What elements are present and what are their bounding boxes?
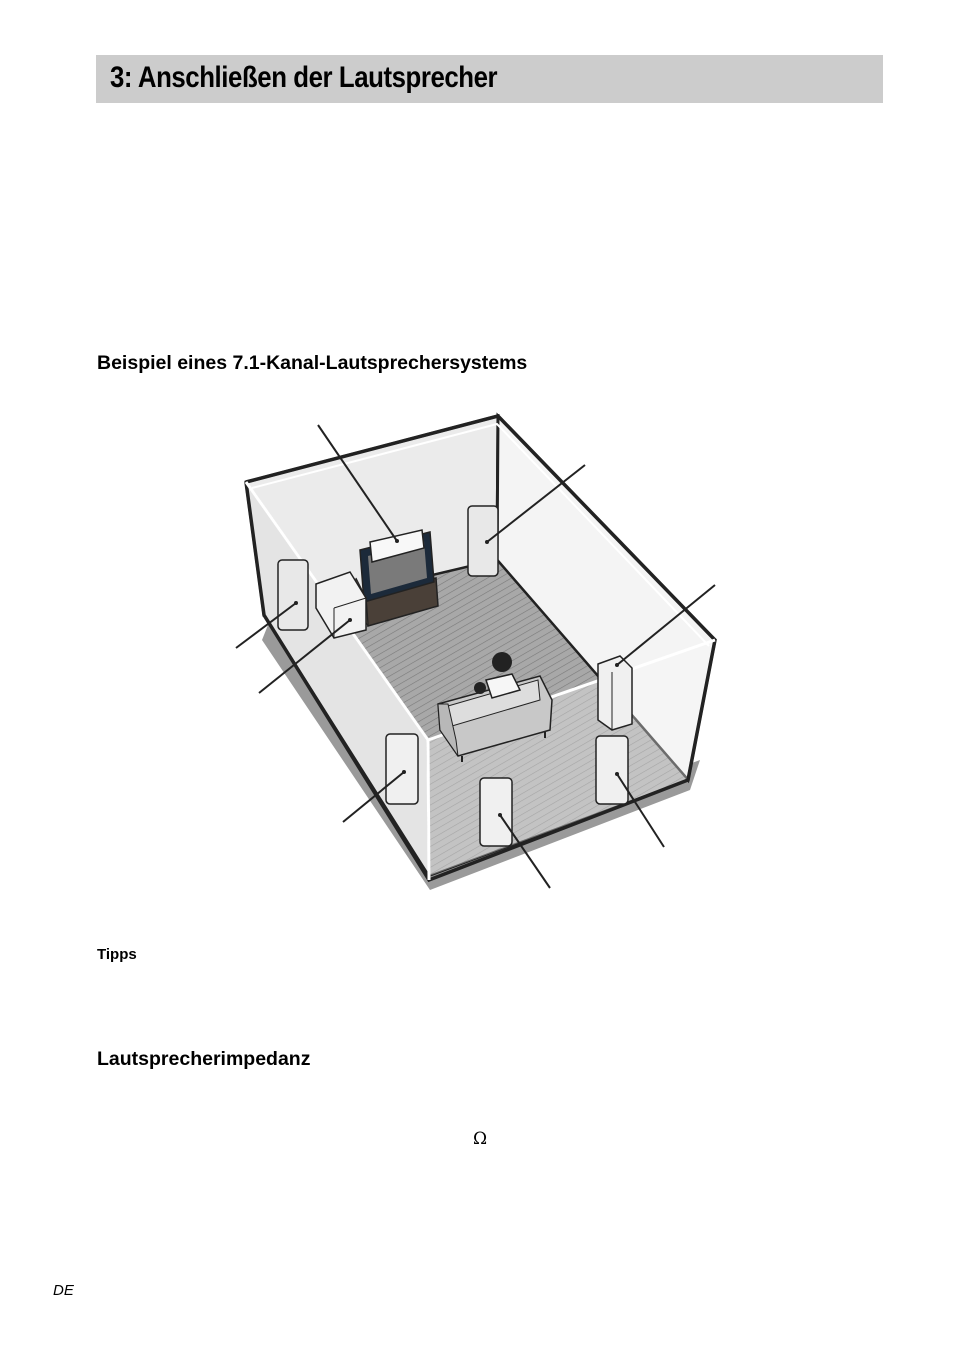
person-listener (474, 652, 522, 699)
room-outline (244, 414, 717, 883)
front-right-speaker (467, 505, 499, 577)
tips-heading: Tipps (97, 946, 137, 963)
subwoofer (315, 571, 367, 639)
room-shadow (262, 620, 700, 890)
room-front-corner (426, 739, 431, 881)
impedance-heading: Lautsprecherimpedanz (97, 1048, 311, 1070)
ohm-symbol: Ω (473, 1129, 488, 1149)
surround-back-right-speaker (595, 735, 629, 805)
surround-back-left-speaker (479, 777, 513, 847)
surround-right-speaker (597, 655, 633, 731)
page-language-marker: DE (53, 1282, 74, 1299)
example-heading: Beispiel eines 7.1-Kanal-Lautsprechersys… (97, 352, 528, 374)
center-speaker (369, 529, 425, 563)
section-title: 3: Anschließen der Lautsprecher (110, 61, 498, 94)
front-left-speaker (277, 559, 309, 631)
callout-lines (235, 424, 716, 889)
surround-left-speaker (385, 733, 419, 805)
section-title-bar: 3: Anschließen der Lautsprecher (96, 55, 883, 103)
